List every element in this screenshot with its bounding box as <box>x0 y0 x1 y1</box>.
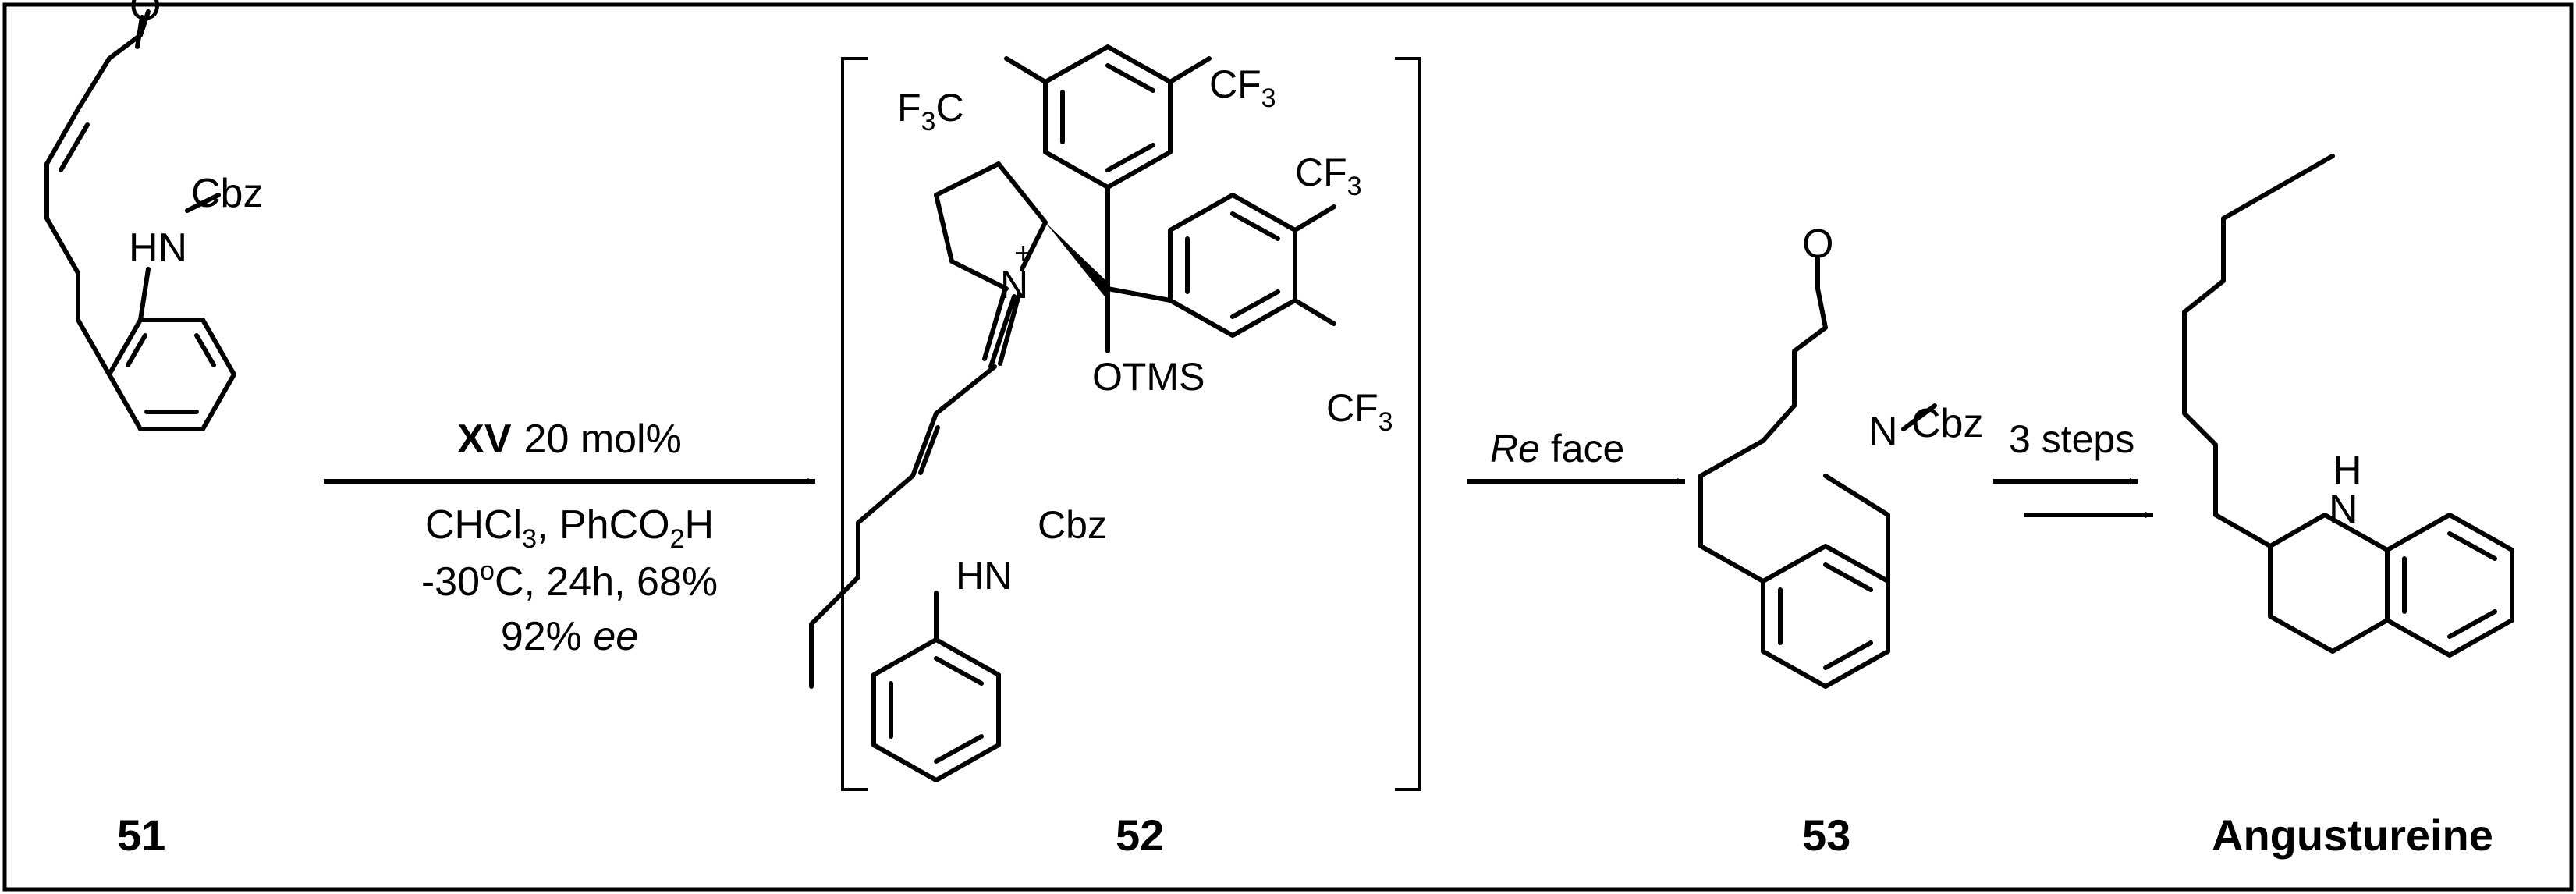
angustureine-label: Angustureine <box>2212 811 2493 860</box>
compound-51-label: 51 <box>117 811 165 860</box>
n-label-52: N <box>1000 263 1028 307</box>
conditions-line-4: 92% ee <box>501 614 638 659</box>
re-face-label: Re face <box>1490 427 1624 470</box>
cbz-label-52: Cbz <box>1038 503 1107 547</box>
h-label-angustureine: H <box>2333 448 2362 493</box>
otms-label-52: OTMS <box>1092 355 1205 399</box>
compound-52-structure <box>809 44 1336 782</box>
n-label-53: N <box>1868 409 1898 454</box>
bracket-right <box>1395 57 1421 791</box>
conditions-line-2: CHCl3, PhCO2H <box>425 502 714 554</box>
cf3-label-52-bottom: CF3 <box>1326 386 1393 437</box>
f3c-label-52: F3C <box>897 86 964 137</box>
oxygen-label-53: O <box>1802 222 1833 267</box>
conditions-line-3: -30oC, 24h, 68% <box>421 556 718 605</box>
nh-label-51: HN <box>129 225 187 271</box>
n-label-angustureine: N <box>2329 487 2358 532</box>
oxygen-label-51: O <box>130 0 161 29</box>
cf3-label-52-right: CF3 <box>1295 151 1362 201</box>
plus-charge-52: + <box>1014 236 1032 271</box>
compound-53-structure <box>1698 255 1937 689</box>
compound-52-label: 52 <box>1116 811 1164 860</box>
three-steps-label: 3 steps <box>2009 417 2134 461</box>
compound-53-label: 53 <box>1802 811 1850 860</box>
bracket-left <box>841 57 868 791</box>
nh-label-52: HN <box>956 554 1012 598</box>
cf3-label-52-top: CF3 <box>1209 62 1276 113</box>
angustureine-structure <box>2182 154 2514 658</box>
cbz-label-51: Cbz <box>191 171 263 216</box>
compound-51-structure <box>44 9 236 431</box>
cbz-label-53: Cbz <box>1911 401 1983 446</box>
